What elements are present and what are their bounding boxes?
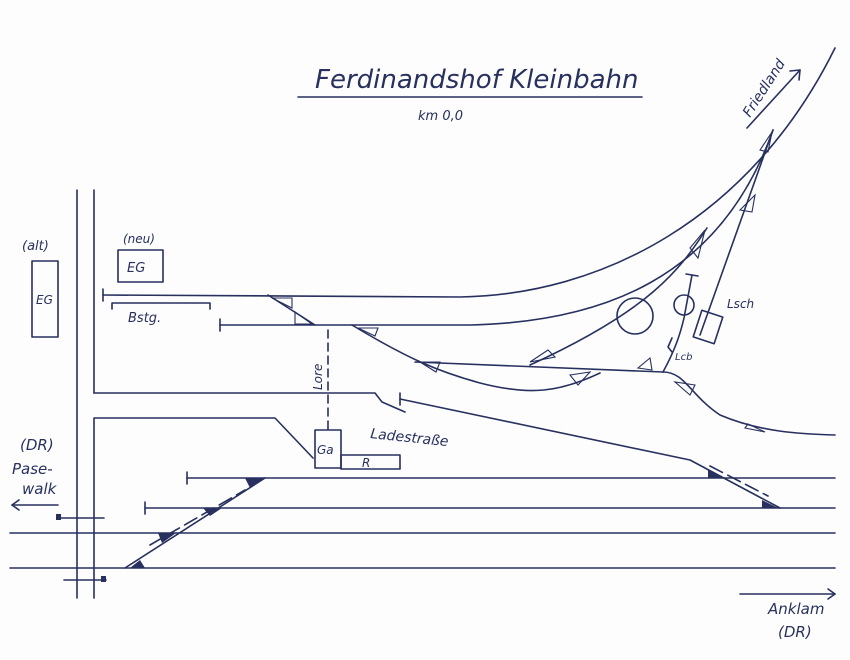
building-r: [340, 454, 401, 470]
label-ladestrasse: Ladestraße: [370, 426, 450, 450]
label-alt: (alt): [22, 239, 49, 254]
pasewalk-arrowhead: [11, 499, 20, 511]
platform: [111, 302, 211, 310]
lcb-marker: [667, 337, 673, 353]
label-ga: Ga: [317, 443, 334, 457]
track-3: [351, 324, 601, 392]
building-eg-neu: [117, 249, 164, 283]
turntable-small: [673, 294, 695, 316]
crossing-signal-2: [101, 576, 106, 582]
label-anklam: Anklam: [767, 600, 824, 618]
km-label: km 0,0: [418, 109, 463, 124]
crossover-west-dash: [149, 489, 246, 546]
label-r: R: [362, 456, 370, 470]
label-dr-right: (DR): [778, 623, 812, 641]
label-dr-left: (DR): [20, 436, 54, 454]
label-pasewalk-1: Pase-: [12, 460, 53, 478]
track-1-main-curve: [102, 47, 836, 298]
label-friedland: Friedland: [740, 56, 789, 120]
lsch-track: [699, 129, 774, 336]
building-ga: [314, 429, 342, 469]
track-ladestrasse: [399, 398, 781, 509]
label-bstg: Bstg.: [128, 311, 161, 326]
track-3-upper: [414, 361, 664, 373]
friedland-arrowhead: [789, 69, 801, 81]
label-eg-alt: EG: [36, 293, 53, 307]
crossing-signal-1: [56, 514, 61, 520]
road-upper: [93, 392, 406, 413]
turntable-spur-bumper: [685, 273, 699, 277]
building-lsch: [692, 309, 724, 345]
label-lore: Lore: [311, 364, 325, 390]
switch-marks: [130, 131, 778, 568]
turntable-spur: [662, 274, 693, 373]
label-lsch: Lsch: [727, 297, 754, 311]
building-eg-alt: [31, 260, 59, 338]
title: Ferdinandshof Kleinbahn: [315, 65, 638, 95]
label-eg-neu: EG: [127, 261, 145, 276]
crossover-west: [124, 477, 266, 569]
turntable-large: [616, 297, 654, 335]
label-lcb: Lcb: [675, 352, 692, 363]
crossover-east-dash: [709, 465, 769, 497]
inner-curve: [529, 227, 708, 366]
label-neu: (neu): [123, 232, 155, 246]
label-pasewalk-2: walk: [22, 480, 58, 498]
road-lower: [93, 417, 314, 599]
friedland-arrow: [746, 69, 801, 129]
track-east: [662, 371, 836, 436]
track-2-curve: [219, 129, 774, 326]
anklam-arrowhead: [827, 588, 836, 600]
